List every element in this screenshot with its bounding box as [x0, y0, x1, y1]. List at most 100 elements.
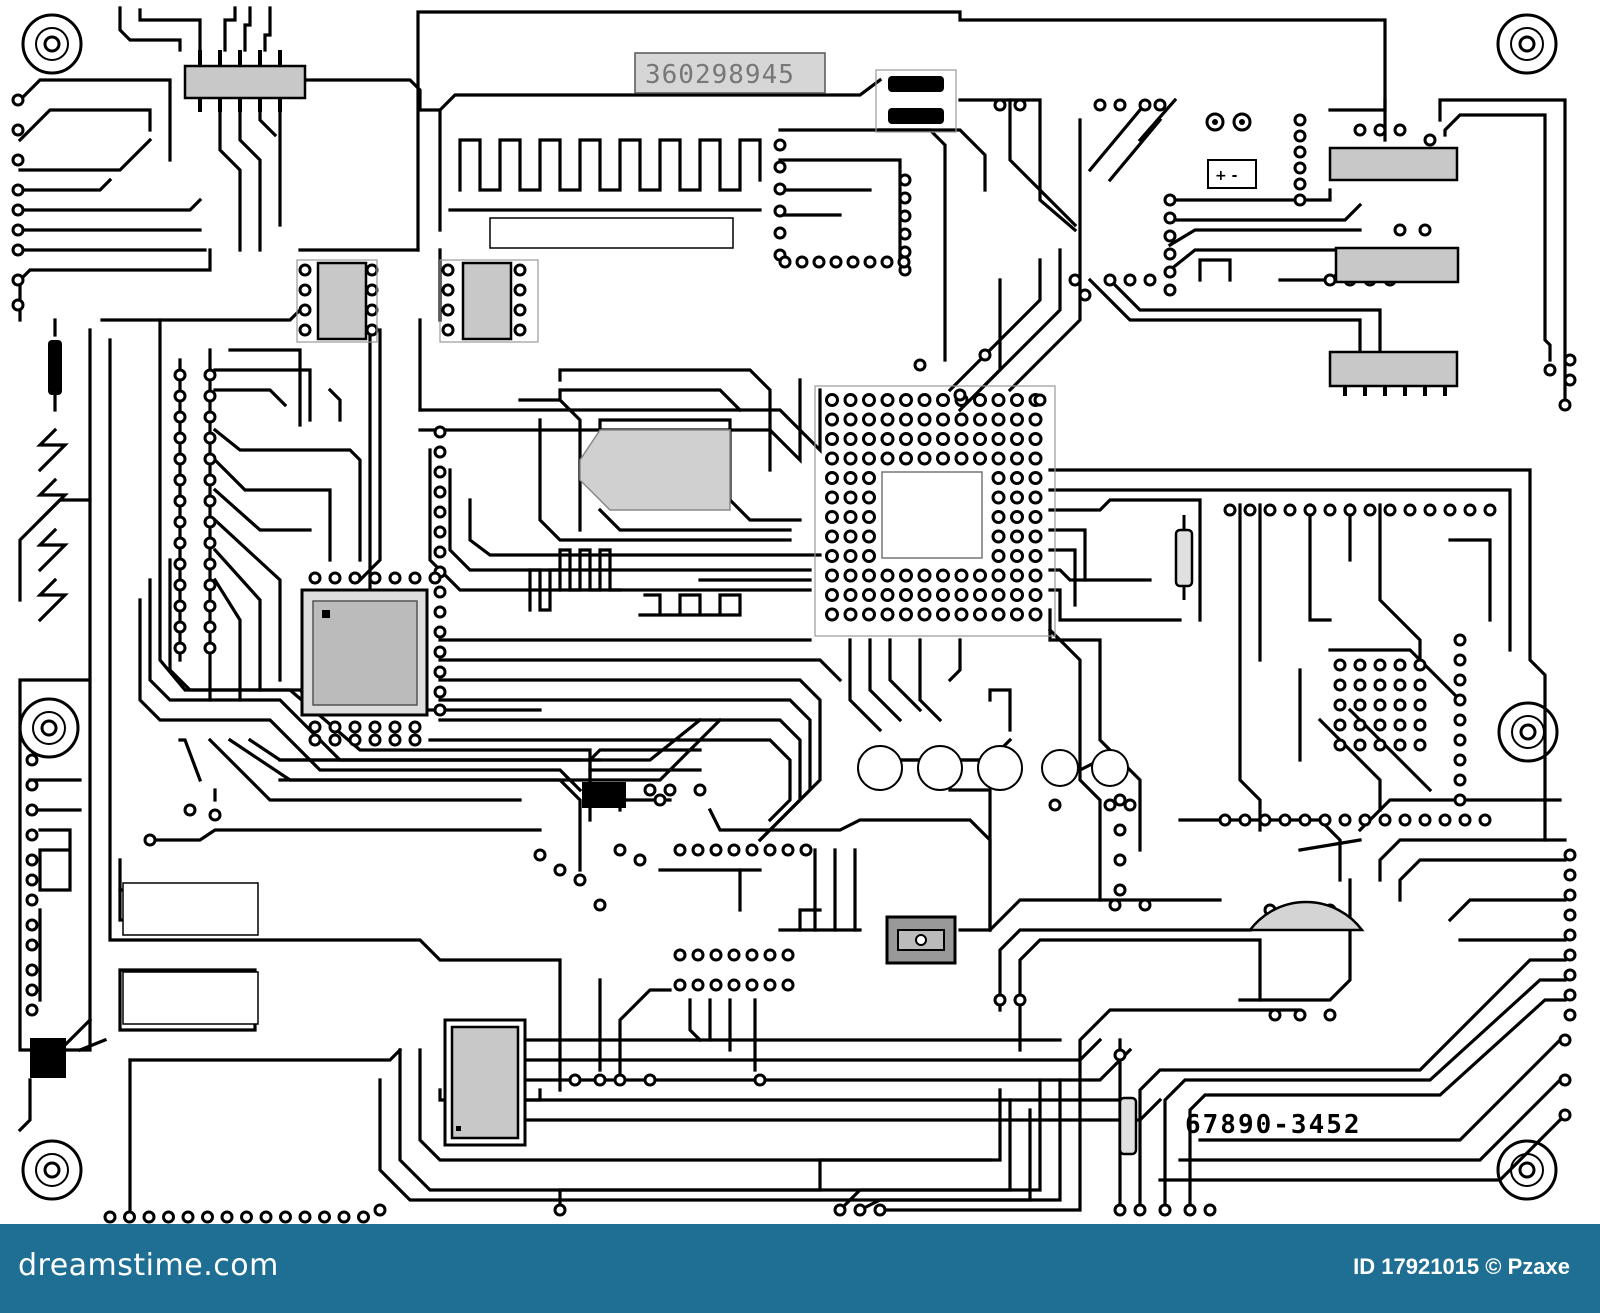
solder-pad: [1438, 813, 1452, 827]
solder-pad: [1323, 503, 1337, 517]
solder-pad: [1558, 1033, 1572, 1047]
solder-pad: [441, 303, 455, 317]
solder-pad: [862, 412, 876, 427]
solder-pad: [1353, 658, 1367, 672]
solder-pad: [348, 733, 362, 747]
solder-pad: [1113, 793, 1127, 807]
solder-pad: [825, 529, 839, 544]
solder-pad: [11, 243, 25, 257]
solder-pad: [1333, 738, 1347, 752]
solder-pad: [1163, 211, 1177, 225]
solder-pad: [843, 607, 858, 622]
connector-gray-pad: [579, 429, 731, 511]
solder-pad: [862, 549, 876, 563]
solder-pad: [1113, 98, 1127, 112]
solder-pad: [833, 1203, 847, 1217]
solder-pad: [991, 471, 1006, 485]
solder-pad: [781, 843, 795, 857]
fuse-component: [875, 69, 957, 133]
solder-pad: [203, 641, 217, 655]
solder-pad: [1123, 798, 1137, 812]
solder-pad: [1558, 398, 1572, 412]
solder-pad: [973, 412, 987, 427]
solder-pad: [1463, 503, 1477, 517]
solder-pad: [368, 571, 382, 585]
solder-pad: [318, 1210, 331, 1224]
solder-pad: [1393, 123, 1407, 137]
solder-pad: [862, 490, 876, 505]
solder-pad: [1338, 813, 1352, 827]
solder-pad: [1283, 503, 1297, 517]
solder-pad: [1563, 948, 1577, 962]
solder-pad: [298, 283, 312, 297]
solder-pad: [11, 273, 25, 287]
solder-pad: [203, 557, 217, 571]
solder-pad: [11, 153, 25, 167]
solder-pad: [593, 898, 607, 912]
solder-pad: [1113, 1203, 1127, 1217]
solder-pad: [1010, 568, 1024, 583]
crystal-component: [885, 915, 957, 965]
ic-right-3: [1328, 350, 1459, 396]
ic-dip-right: [439, 259, 539, 343]
solder-pad: [846, 255, 860, 269]
solder-pad: [1223, 503, 1237, 517]
solder-pad: [727, 948, 741, 962]
solder-pad: [1068, 273, 1082, 287]
solder-pad: [25, 873, 39, 887]
resistor-bottom-right: [1118, 1096, 1138, 1156]
solder-pad: [899, 393, 913, 407]
solder-pad: [173, 473, 187, 487]
solder-pad: [812, 255, 826, 269]
solder-pad: [973, 451, 987, 466]
resistor-right: [1174, 515, 1194, 600]
solder-pad: [1158, 1203, 1172, 1217]
solder-pad: [899, 412, 913, 427]
solder-pad: [1563, 848, 1577, 862]
solder-pad: [936, 568, 950, 583]
solder-pad: [663, 783, 677, 797]
solder-pad: [829, 255, 843, 269]
solder-pad: [173, 620, 187, 634]
solder-pad: [1453, 713, 1467, 727]
solder-pad: [825, 607, 839, 622]
solder-pad: [1010, 471, 1024, 485]
solder-pad: [1278, 813, 1292, 827]
solder-pad: [1443, 503, 1457, 517]
solder-pad: [11, 123, 25, 137]
solder-pad: [973, 588, 987, 602]
solder-pad: [1113, 1048, 1127, 1062]
serial-number-text: 360298945: [645, 60, 795, 90]
solder-pad: [1293, 145, 1307, 159]
solder-pad: [973, 393, 987, 407]
solder-pad: [208, 808, 222, 822]
solder-pad: [825, 568, 839, 583]
solder-pad: [899, 432, 913, 446]
solder-pad: [880, 568, 895, 583]
solder-pad: [203, 578, 217, 592]
solder-pad: [825, 412, 839, 427]
solder-pad: [173, 368, 187, 382]
solder-pad: [880, 588, 895, 602]
solder-pad: [862, 471, 876, 485]
solder-pad: [1543, 363, 1557, 377]
solder-pad: [643, 783, 657, 797]
solder-pad: [1373, 718, 1387, 732]
solder-pad: [1033, 393, 1047, 407]
solder-pad: [433, 685, 447, 699]
solder-pad: [880, 432, 895, 446]
solder-pad: [173, 578, 187, 592]
solder-pad: [25, 803, 39, 817]
solder-pad: [745, 978, 759, 992]
solder-pad: [441, 263, 455, 277]
solder-pad: [745, 948, 759, 962]
solder-pad: [1423, 133, 1437, 147]
solder-pad: [1078, 288, 1092, 302]
watermark-footer: dreamstime.com ID 17921015 © Pzaxe: [0, 1224, 1600, 1313]
solder-pad: [433, 545, 447, 559]
solder-pad: [613, 843, 627, 857]
solder-pad: [203, 536, 217, 550]
solder-pad: [898, 227, 912, 241]
solder-pad: [1378, 813, 1392, 827]
solder-pad: [365, 283, 379, 297]
